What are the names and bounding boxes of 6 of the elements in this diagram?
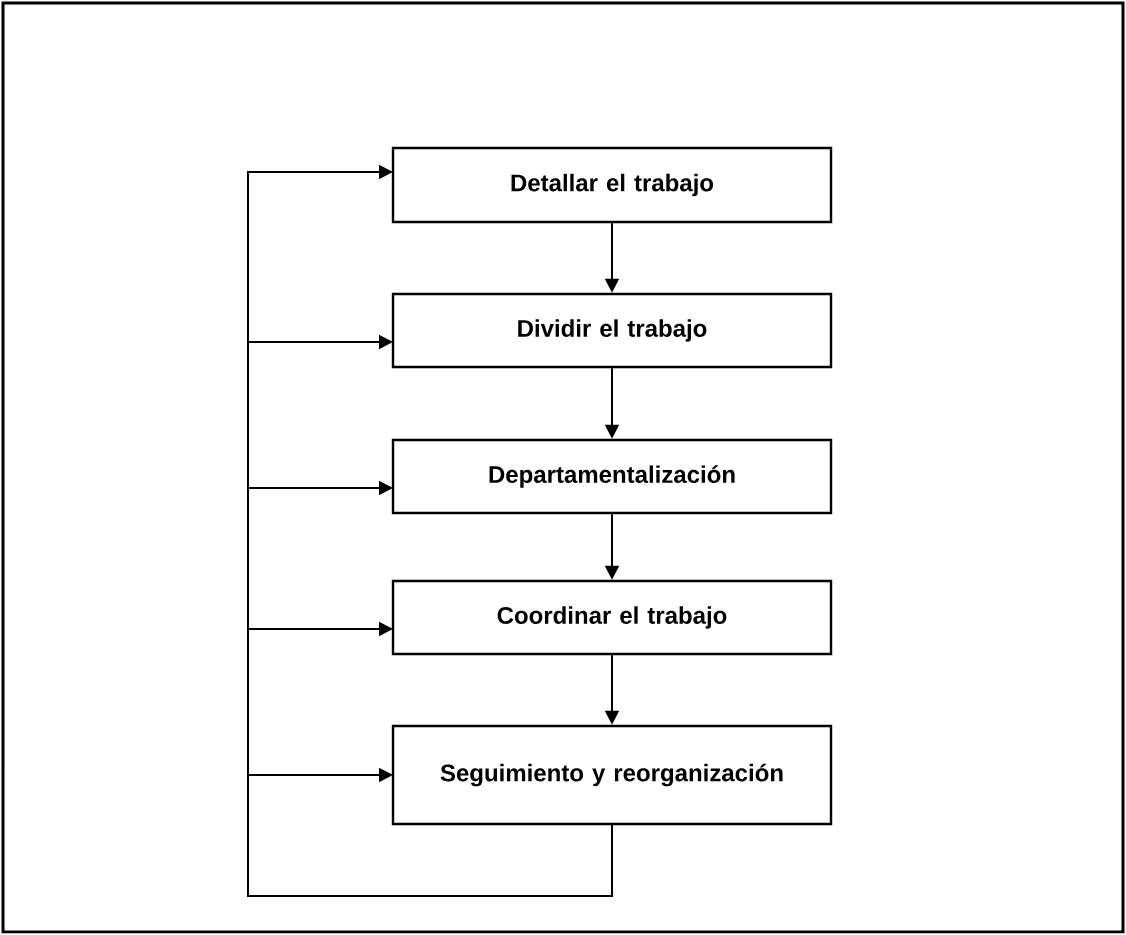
process-box: Detallar el trabajo — [391, 146, 833, 224]
arrow — [247, 767, 613, 897]
process-box: Dividir el trabajo — [391, 292, 833, 369]
process-box: Coordinar el trabajo — [391, 579, 833, 656]
process-box: Departamentalización — [391, 438, 833, 515]
process-box: Seguimiento y reorganización — [391, 724, 833, 826]
